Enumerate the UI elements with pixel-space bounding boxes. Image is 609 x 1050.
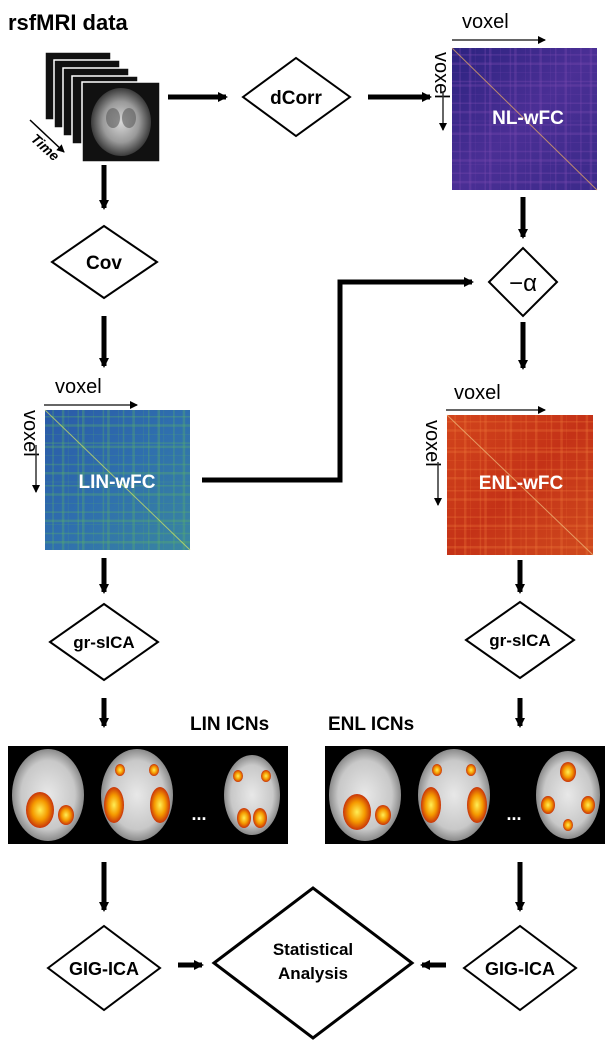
statistical-analysis-label-line2: Analysis <box>278 964 348 983</box>
cov-node: Cov <box>50 224 159 300</box>
lin-wfc-label: LIN-wFC <box>78 472 155 493</box>
enl-wfc-matrix: voxel voxel ENL-wFC <box>421 382 594 556</box>
enl-icn-brain-1 <box>329 749 401 841</box>
lin-icns-panel: ... <box>8 746 288 844</box>
gigica-right-node: GIG-ICA <box>462 924 578 1012</box>
lin-icn-brain-1 <box>12 749 84 841</box>
nl-wfc-label: NL-wFC <box>492 108 564 129</box>
enl-wfc-x-axis-label: voxel <box>454 382 501 404</box>
grsica-left-label: gr-sICA <box>73 633 134 652</box>
nl-wfc-x-axis-label: voxel <box>462 11 509 33</box>
brain-slice-image <box>91 88 151 156</box>
enl-icns-ellipsis: ... <box>506 804 521 824</box>
lin-wfc-matrix: voxel voxel LIN-wFC <box>19 376 191 551</box>
input-title: rsfMRI data <box>8 10 129 35</box>
grsica-right-label: gr-sICA <box>489 631 550 650</box>
gigica-left-label: GIG-ICA <box>69 959 139 979</box>
nl-wfc-matrix: voxel voxel NL-wFC <box>430 11 598 191</box>
enl-wfc-y-axis-label: voxel <box>421 420 443 467</box>
gigica-right-label: GIG-ICA <box>485 959 555 979</box>
alpha-node: −α <box>487 246 559 318</box>
cov-label: Cov <box>86 253 122 274</box>
grsica-right-node: gr-sICA <box>464 600 576 680</box>
lin-icns-title: LIN ICNs <box>190 714 269 735</box>
dcorr-node: dCorr <box>241 56 352 138</box>
enl-icn-brain-2 <box>418 749 490 841</box>
enl-icns-title: ENL ICNs <box>328 714 414 735</box>
lin-icn-brain-3 <box>224 755 280 835</box>
grsica-left-node: gr-sICA <box>48 602 160 682</box>
time-label: Time <box>28 130 63 164</box>
time-arrow <box>29 119 65 153</box>
gigica-left-node: GIG-ICA <box>46 924 162 1012</box>
lin-wfc-y-axis-label: voxel <box>19 410 41 457</box>
arrow-linwfc-to-alpha <box>202 277 474 483</box>
lin-icns-ellipsis: ... <box>191 804 206 824</box>
enl-icn-brain-3 <box>536 751 600 839</box>
lin-wfc-x-axis-label: voxel <box>55 376 102 398</box>
statistical-analysis-label-line1: Statistical <box>273 940 353 959</box>
alpha-label: −α <box>509 270 537 297</box>
statistical-analysis-node: Statistical Analysis <box>211 886 415 1040</box>
nl-wfc-y-axis-label: voxel <box>430 52 452 99</box>
dcorr-label: dCorr <box>270 88 322 109</box>
rsfmri-stack <box>44 51 161 163</box>
lin-icn-brain-2 <box>101 749 173 841</box>
enl-wfc-label: ENL-wFC <box>479 473 564 494</box>
enl-icns-panel: ... <box>325 746 605 844</box>
